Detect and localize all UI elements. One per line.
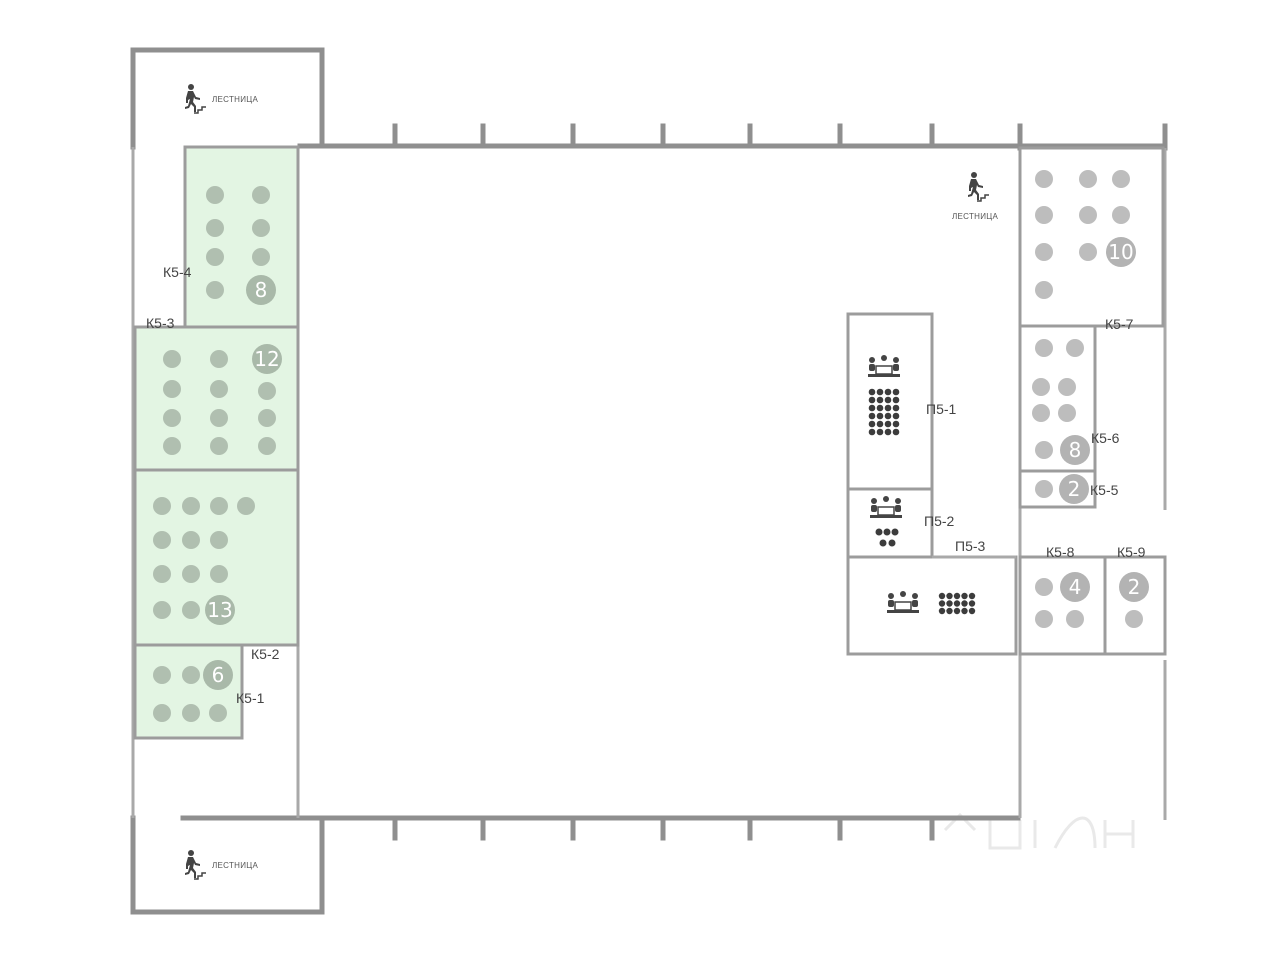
room-k5-2[interactable]: 13 К5-2 [133,468,300,662]
room-label: К5-4 [163,264,192,280]
room-k5-1[interactable]: 6 К5-1 [133,643,265,740]
seat-count-badge [246,275,276,305]
seat-count: 10 [1108,240,1133,264]
seat-dot [868,428,876,436]
room-k5-5[interactable]: 2 К5-5 [1018,469,1119,509]
room-k5-3[interactable]: 12 К5-3 [133,315,300,472]
room-label: К5-6 [1091,430,1120,446]
meeting-table-icon [870,496,902,518]
seat-dot [868,404,876,412]
seat-count-badge [252,344,282,374]
room-k5-8[interactable]: 4 К5-8 [1018,544,1107,656]
seat-dot [876,412,884,420]
stairs-icon [185,84,206,114]
room-label: К5-2 [251,646,280,662]
seat-dot [953,607,961,615]
seat-dot [884,428,892,436]
room-label: К5-7 [1105,316,1134,332]
seat-dot [946,607,953,615]
seat-dot [884,388,892,396]
seat-count: 12 [254,347,279,371]
seat-count: 8 [1069,438,1082,462]
stairs-icon [185,850,206,880]
seat-dot [868,396,876,404]
seat-dot [938,607,946,615]
seat-count-badge [203,660,233,690]
watermark [943,812,1135,850]
seat-dot [876,404,884,412]
seat-dot [892,404,900,412]
seat-dot [884,404,892,412]
seat-dot [961,592,968,600]
seat-count: 13 [207,598,232,622]
meeting-table-icon [868,355,900,377]
stair-label: ЛЕСТНИЦА [212,861,259,870]
seat-count: 6 [212,663,225,687]
seat-dot [868,388,876,396]
seat-dot [938,592,946,600]
seat-dot [868,412,876,420]
seat-count-badge [1060,572,1090,602]
seat-count: 2 [1128,575,1141,599]
room-p5-3[interactable]: П5-3 [846,538,1018,656]
column-ticks-bottom [392,815,935,841]
stair-label: ЛЕСТНИЦА [212,95,259,104]
room-label: П5-3 [955,538,986,554]
seat-dot [876,428,884,436]
stair-label: ЛЕСТНИЦА [952,212,999,221]
seating-dots [868,388,900,436]
room-k5-9[interactable]: 2 К5-9 [1103,544,1167,656]
meeting-table-icon [887,591,919,613]
seat-dot [884,420,892,428]
room-p5-1[interactable]: П5-1 [846,312,957,491]
seat-dot [868,420,876,428]
room-p5-2[interactable]: П5-2 [846,487,955,559]
seat-count: 2 [1068,477,1081,501]
seat-count: 8 [255,278,268,302]
column-ticks-top [392,123,935,149]
seat-dot [961,600,968,607]
room-label: К5-1 [236,690,265,706]
room-label: К5-9 [1117,544,1146,560]
seat-count: 4 [1069,575,1082,599]
room-label: П5-2 [924,513,955,529]
seat-count-badge [1119,572,1149,602]
seat-dot [892,412,900,420]
seat-count-badge [1106,237,1136,267]
seat-count-badge [1060,435,1090,465]
room-k5-7[interactable]: 10 К5-7 [1018,146,1165,332]
seat-count-badge [205,595,235,625]
room-k5-4[interactable]: 8 К5-4 [163,145,300,329]
seat-dot [968,607,976,615]
seating-dots [938,592,976,615]
stairs-icon [968,172,989,202]
seat-dot [892,388,900,396]
seat-dot [876,420,884,428]
room-label: К5-5 [1090,482,1119,498]
seat-dot [953,600,961,607]
room-label: П5-1 [926,401,957,417]
stair-bottom-left: ЛЕСТНИЦА [185,850,259,880]
room-label: К5-3 [146,315,175,331]
room-label: К5-8 [1046,544,1075,560]
seat-dot [892,428,900,436]
room-k5-6[interactable]: 8 К5-6 [1018,324,1120,473]
seat-dot [968,592,976,600]
stair-top-left: ЛЕСТНИЦА [185,84,259,114]
seat-dot [876,388,884,396]
seat-dot [884,412,892,420]
seat-dot [946,600,953,607]
seat-count-badge [1059,474,1089,504]
seat-dot [953,592,961,600]
seat-dot [884,396,892,404]
seat-dot [961,607,968,615]
seat-dot [892,420,900,428]
seat-dot [968,600,976,607]
seat-dot [876,396,884,404]
seat-dot [892,396,900,404]
seat-dot [938,600,946,607]
seat-dot [946,592,953,600]
stair-right: ЛЕСТНИЦА [952,172,999,221]
